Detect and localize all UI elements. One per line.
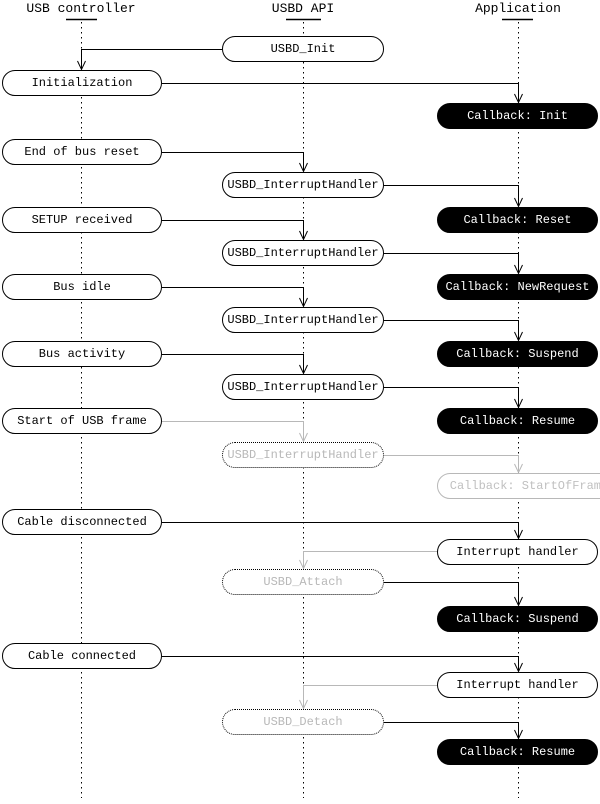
node-callback-newrequest: Callback: NewRequest <box>437 274 598 300</box>
node-start-of-usb-frame: Start of USB frame <box>2 408 162 434</box>
node-callback-resume-1: Callback: Resume <box>437 408 598 434</box>
node-interrupt-handler-2: Interrupt handler <box>437 672 598 698</box>
node-cable-disconnected: Cable disconnected <box>2 509 162 535</box>
node-usbd-interrupthandler-3: USBD_InterruptHandler <box>222 307 384 333</box>
node-usbd-interrupthandler-1: USBD_InterruptHandler <box>222 172 384 198</box>
node-callback-suspend-1: Callback: Suspend <box>437 341 598 367</box>
column-header-application: Application <box>475 1 561 16</box>
node-callback-reset: Callback: Reset <box>437 207 598 233</box>
connectors-inactive <box>162 421 523 710</box>
connectors-active <box>77 49 523 740</box>
column-header-usbd-api: USBD API <box>271 1 335 16</box>
column-header-usb-controller: USB controller <box>26 1 136 16</box>
node-bus-activity: Bus activity <box>2 341 162 367</box>
node-callback-resume-2: Callback: Resume <box>437 739 598 765</box>
node-callback-init: Callback: Init <box>437 103 598 129</box>
node-end-of-bus-reset: End of bus reset <box>2 139 162 165</box>
node-initialization: Initialization <box>2 70 162 96</box>
node-usbd-attach: USBD_Attach <box>222 569 384 595</box>
node-interrupt-handler-1: Interrupt handler <box>437 539 598 565</box>
node-usbd-init: USBD_Init <box>222 36 384 62</box>
node-callback-startofframe: Callback: StartOfFrame <box>437 473 600 499</box>
node-usbd-interrupthandler-4: USBD_InterruptHandler <box>222 374 384 400</box>
node-usbd-interrupthandler-5: USBD_InterruptHandler <box>222 442 384 468</box>
node-bus-idle: Bus idle <box>2 274 162 300</box>
node-usbd-interrupthandler-2: USBD_InterruptHandler <box>222 240 384 266</box>
node-setup-received: SETUP received <box>2 207 162 233</box>
node-usbd-detach: USBD_Detach <box>222 709 384 735</box>
node-cable-connected: Cable connected <box>2 643 162 669</box>
node-callback-suspend-2: Callback: Suspend <box>437 606 598 632</box>
